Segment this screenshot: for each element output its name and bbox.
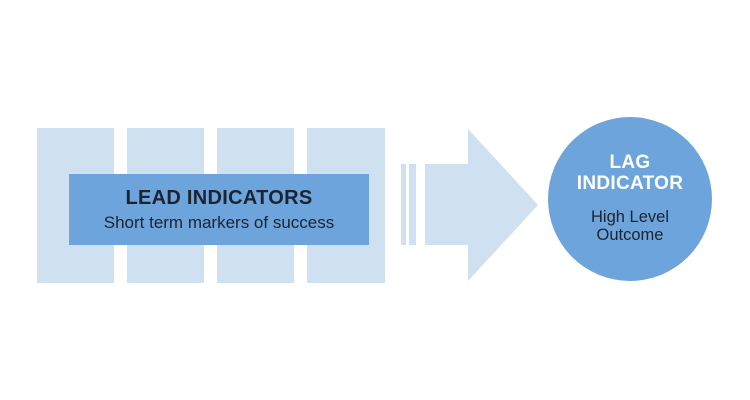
lead-indicators-title: LEAD INDICATORS xyxy=(125,186,313,209)
lag-title-line1: LAG xyxy=(609,152,651,174)
right-arrow-shaft xyxy=(425,164,469,245)
lead-indicators-subtitle: Short term markers of success xyxy=(103,212,335,232)
lag-title-line2: INDICATOR xyxy=(576,173,684,195)
lag-subtitle-line1: High Level xyxy=(591,207,669,226)
arrow-stripe xyxy=(409,164,416,245)
lead-indicators-box: LEAD INDICATORS Short term markers of su… xyxy=(69,174,369,245)
lag-indicator-title: LAG INDICATOR xyxy=(576,152,684,195)
lag-indicator-circle: LAG INDICATOR High Level Outcome xyxy=(548,117,712,281)
lag-indicator-subtitle: High Level Outcome xyxy=(591,208,669,245)
right-arrow-icon xyxy=(468,129,538,281)
lag-subtitle-line2: Outcome xyxy=(596,226,664,245)
arrow-stripe xyxy=(401,164,406,245)
